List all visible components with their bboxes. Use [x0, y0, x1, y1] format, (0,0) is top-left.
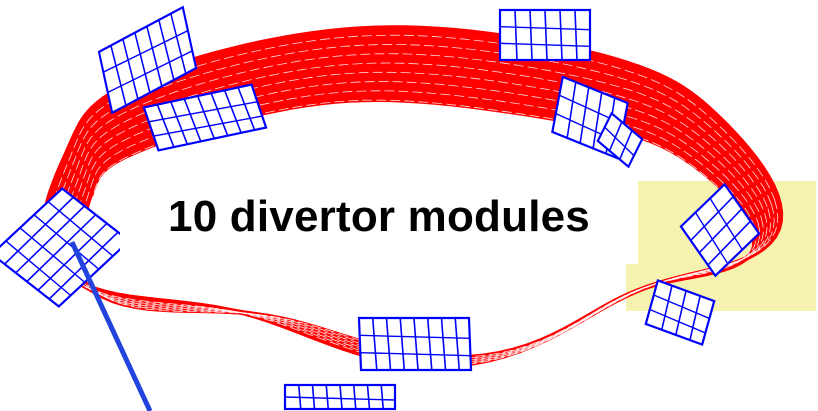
module-tile-line — [689, 295, 701, 341]
pointer-arrow — [69, 240, 153, 411]
module-tile-line — [33, 214, 100, 270]
module-tile-line — [110, 45, 127, 106]
module-outline — [142, 83, 268, 152]
module-tile-line — [514, 9, 518, 61]
divertor-module — [357, 316, 473, 372]
module-tile-line — [690, 195, 734, 242]
module-tile-line — [413, 317, 419, 371]
divertor-module — [0, 187, 131, 308]
module-tile-line — [237, 87, 256, 131]
divertor-module — [679, 182, 761, 278]
divertor-module — [97, 5, 198, 115]
module-tile-line — [360, 351, 471, 357]
module-tile-line — [440, 317, 447, 371]
module-tile-line — [574, 9, 578, 61]
module-tile-line — [371, 317, 378, 371]
module-tile-line — [359, 334, 470, 340]
module-tile-line — [366, 384, 371, 410]
module-tile-line — [544, 9, 548, 61]
module-tile-line — [660, 285, 673, 331]
module-tile-line — [134, 32, 151, 94]
module-tile-line — [694, 211, 729, 265]
module-tile-line — [37, 222, 108, 291]
module-tile-line — [499, 42, 591, 48]
module-tile-line — [454, 317, 461, 371]
module-tile-line — [158, 19, 175, 81]
module-tile-line — [649, 308, 706, 334]
module-tile-line — [579, 87, 590, 144]
module-tile-line — [707, 220, 751, 266]
module-tile-line — [592, 92, 603, 149]
module-tile-line — [385, 317, 392, 371]
module-tile-line — [311, 384, 316, 410]
module-tile-line — [3, 196, 74, 265]
module-tile-line — [399, 317, 406, 371]
module-tile-line — [210, 92, 229, 136]
module-tile-line — [325, 384, 330, 410]
module-tile-line — [223, 90, 242, 134]
module-tile-line — [709, 197, 743, 251]
caption-label: 10 divertor modules — [168, 192, 590, 241]
plasma-seam — [48, 34, 779, 367]
module-tile-line — [103, 29, 189, 73]
module-tile-line — [380, 384, 385, 410]
divertor-module — [283, 383, 397, 411]
module-tile-line — [608, 121, 623, 152]
module-tile-line — [529, 9, 533, 61]
divertor-module — [498, 8, 592, 62]
module-tile-line — [619, 130, 633, 160]
module-tile-line — [122, 38, 139, 100]
module-tile-line — [499, 25, 591, 31]
module-tile-line — [426, 317, 433, 371]
module-tile-line — [284, 396, 396, 401]
module-tile-line — [604, 126, 635, 157]
divertor-module — [142, 83, 268, 152]
caption-box: 10 divertor modules — [120, 170, 638, 264]
module-tile-line — [5, 240, 72, 296]
module-tile-line — [26, 214, 97, 283]
module-outline — [97, 5, 198, 115]
module-tile-line — [170, 101, 189, 145]
module-tile-line — [170, 13, 187, 74]
module-tile-line — [148, 101, 258, 123]
divertor-modules — [0, 5, 761, 411]
module-tile-line — [47, 201, 114, 257]
module-tile-line — [653, 294, 710, 320]
module-tile-line — [156, 104, 175, 148]
module-tile-line — [675, 290, 687, 336]
module-tile-line — [15, 205, 86, 274]
divertor-module — [644, 279, 716, 346]
module-tile-line — [339, 384, 343, 410]
module-tile-line — [566, 81, 577, 139]
module-tile-line — [352, 384, 357, 410]
module-tile-line — [559, 9, 563, 61]
module-tile-line — [698, 208, 743, 254]
module-tile-line — [107, 50, 193, 94]
module-tile-line — [146, 25, 163, 87]
module-tile-line — [196, 95, 216, 139]
module-tile-line — [153, 115, 263, 137]
module-tile-line — [19, 227, 86, 283]
module-tile-line — [183, 98, 202, 142]
divertor-module — [596, 111, 644, 169]
